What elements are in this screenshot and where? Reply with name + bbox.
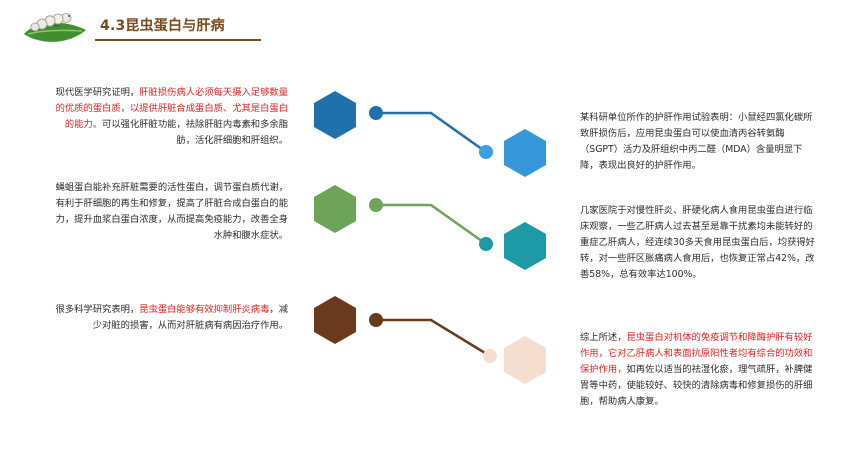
hexagon-green [314,185,356,233]
hexagon-brown [314,296,356,344]
text-segment: 蝇蛆蛋白能补充肝脏需要的活性蛋白，调节蛋白质代谢，有利于肝细胞的再生和修复，提高… [55,182,288,241]
text-segment: 可以强化肝脏功能，祛除肝脏内毒素和多余脂肪，活化肝细胞和肝组织。 [102,119,288,146]
hexagon-peach [504,336,546,384]
text-block-left-1: 现代医学研究证明，肝脏损伤病人必须每天摄入足够数量的优质的蛋白质，以提供肝脏合成… [50,85,288,149]
hexagon-blue [314,91,356,139]
text-segment: 如再佐以适当的祛湿化瘀，理气疏肝，补脾健胃等中药，使能较好、较快的清除病毒和修复… [580,364,813,407]
header: 4.3昆虫蛋白与肝病 [0,0,850,50]
hexagon-light-blue [504,129,546,177]
text-block-right-2: 几家医院于对慢性肝炎、肝硬化病人食用昆虫蛋白进行临床观察，一些乙肝病人过去甚至是… [580,203,820,283]
connector-dot [483,349,497,363]
highlighted-text: 昆虫蛋白对机体的免疫调节和降酶护肝有较好作用，它对乙肝病人和表面抗原阳性者均有综… [580,332,813,375]
connector-dot [369,313,383,327]
highlighted-text: 昆虫蛋白能够有效抑制肝炎病毒 [139,304,270,315]
hexagon-teal [504,222,546,270]
text-segment: 几家医院于对慢性肝炎、肝硬化病人食用昆虫蛋白进行临床观察，一些乙肝病人过去甚至是… [580,205,815,280]
text-block-right-3: 综上所述，昆虫蛋白对机体的免疫调节和降酶护肝有较好作用，它对乙肝病人和表面抗原阳… [580,330,820,410]
text-segment: 某科研单位所作的护肝作用试验表明：小鼠经四氯化碳所致肝损伤后，应用昆虫蛋白可以使… [580,112,813,171]
connector-line-blue [376,111,487,154]
connector-dot [479,237,493,251]
highlighted-text: 肝脏损伤病人必须每天摄入足够数量的优质的蛋白质，以提供肝脏合成蛋白质、尤其是白蛋… [55,87,288,130]
connector-dot [369,198,383,212]
connector-dot [369,106,383,120]
text-block-left-3: 很多科学研究表明，昆虫蛋白能够有效抑制肝炎病毒，减少对脏的损害，从而对肝脏病有病… [55,302,288,334]
text-block-right-1: 某科研单位所作的护肝作用试验表明：小鼠经四氯化碳所致肝损伤后，应用昆虫蛋白可以使… [580,110,820,174]
connector-line-brown [376,318,491,358]
text-block-left-2: 蝇蛆蛋白能补充肝脏需要的活性蛋白，调节蛋白质代谢，有利于肝细胞的再生和修复，提高… [55,180,288,244]
text-segment: 很多科学研究表明， [55,304,140,315]
text-segment: 现代医学研究证明， [55,87,140,98]
text-segment: 综上所述， [580,332,627,343]
title-underline [95,39,261,41]
text-segment: ，减少对脏的损害，从而对肝脏病有病因治疗作用。 [92,304,288,331]
connector-line-green [376,203,487,246]
page-title: 4.3昆虫蛋白与肝病 [100,18,225,34]
connector-dot [479,145,493,159]
silkworm-on-leaf-icon [24,13,86,42]
